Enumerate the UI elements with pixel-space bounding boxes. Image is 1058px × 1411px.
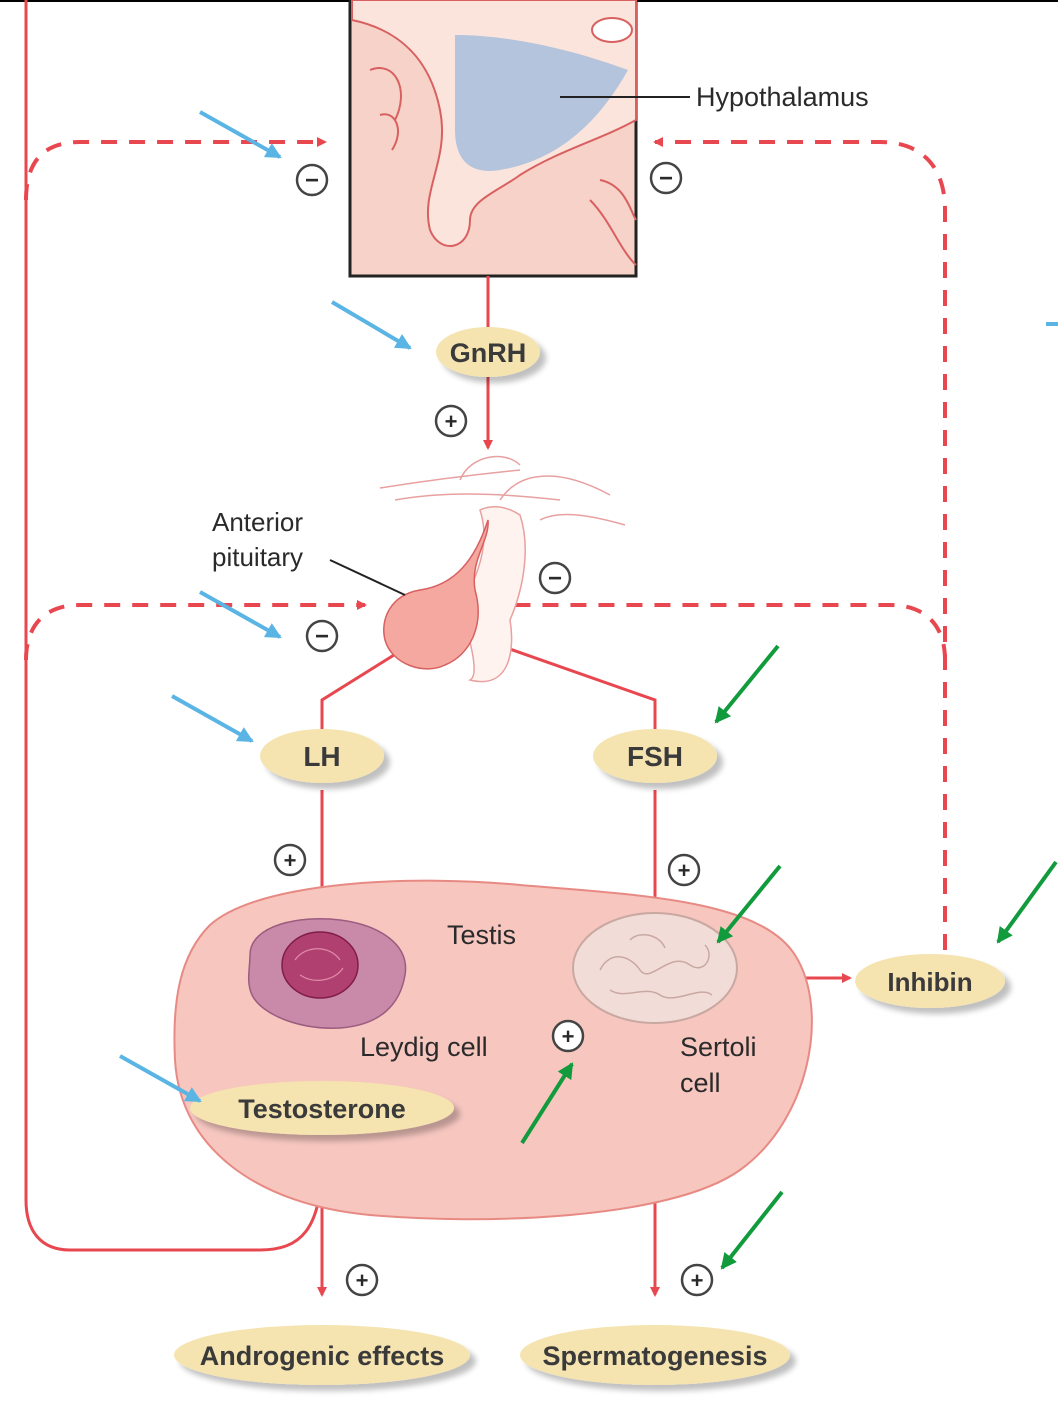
lh-label: LH: [303, 741, 340, 772]
blue-arrow-icon: [199, 110, 282, 159]
androgenic-effects-label: Androgenic effects: [200, 1341, 445, 1371]
svg-text:+: +: [356, 1268, 369, 1293]
sertoli-cell: [572, 912, 738, 1024]
stimulate-sign-testosterone-sertoli: +: [551, 1019, 585, 1053]
testosterone-pill: [190, 1081, 454, 1135]
stimulate-sign-spermatogenesis: +: [680, 1263, 714, 1297]
sertoli-cell-label-2: cell: [680, 1068, 721, 1098]
green-arrow-icon: [996, 860, 1058, 944]
svg-text:−: −: [659, 165, 673, 192]
anterior-pituitary-gland: [379, 455, 626, 683]
fsh-label: FSH: [627, 741, 683, 772]
svg-text:+: +: [562, 1024, 575, 1049]
inhibit-sign-hypothalamus-left: −: [295, 163, 329, 197]
fsh-pill: [593, 729, 717, 783]
green-arrow-icon: [716, 864, 782, 944]
pituitary-leader: [329, 559, 406, 596]
svg-text:+: +: [284, 848, 297, 873]
leydig-cell-label: Leydig cell: [360, 1032, 488, 1062]
hypothalamus-region: [455, 35, 628, 171]
testis-label: Testis: [447, 920, 516, 950]
svg-text:−: −: [548, 565, 562, 592]
green-annotation-arrows: [520, 644, 1058, 1270]
spermatogenesis-label: Spermatogenesis: [542, 1341, 767, 1371]
green-arrow-icon: [520, 1062, 574, 1145]
svg-text:+: +: [678, 858, 691, 883]
inhibin-pill: [855, 954, 1005, 1008]
stimulate-sign-gnrh: +: [434, 404, 468, 438]
stimulate-sign-lh: +: [273, 843, 307, 877]
testosterone-label: Testosterone: [238, 1094, 406, 1124]
gnrh-label: GnRH: [450, 338, 527, 368]
lh-pill: [260, 729, 384, 783]
blue-arrow-icon: [199, 590, 282, 639]
anterior-pituitary-label-1: Anterior: [212, 507, 303, 537]
blue-arrow-icon: [119, 1054, 202, 1103]
inhibit-sign-pituitary-left: −: [305, 619, 339, 653]
svg-text:−: −: [315, 623, 329, 650]
hypothalamus-box: [348, 0, 638, 278]
svg-text:+: +: [445, 409, 458, 434]
anterior-pituitary-label-2: pituitary: [212, 542, 303, 572]
green-arrow-icon: [714, 644, 780, 724]
svg-text:−: −: [305, 167, 319, 194]
inhibit-sign-hypothalamus-right: −: [649, 161, 683, 195]
inhibin-label: Inhibin: [887, 967, 972, 997]
stimulate-sign-androgenic: +: [345, 1263, 379, 1297]
stimulate-sign-fsh: +: [667, 853, 701, 887]
svg-text:+: +: [691, 1268, 704, 1293]
dashed-feedback: [24, 137, 947, 978]
spermatogenesis-pill: [520, 1325, 790, 1385]
green-arrow-icon: [720, 1190, 784, 1270]
leydig-cell: [247, 918, 407, 1029]
gnrh-pill: [436, 327, 540, 377]
sertoli-cell-label-1: Sertoli: [680, 1032, 757, 1062]
blue-annotation-arrows: [119, 110, 1058, 1103]
blue-arrow-icon: [171, 694, 254, 743]
androgenic-effects-pill: [174, 1325, 470, 1385]
hypothalamus-label: Hypothalamus: [696, 82, 869, 112]
blue-arrow-icon: [330, 300, 412, 350]
inhibit-sign-pituitary-right: −: [538, 561, 572, 595]
